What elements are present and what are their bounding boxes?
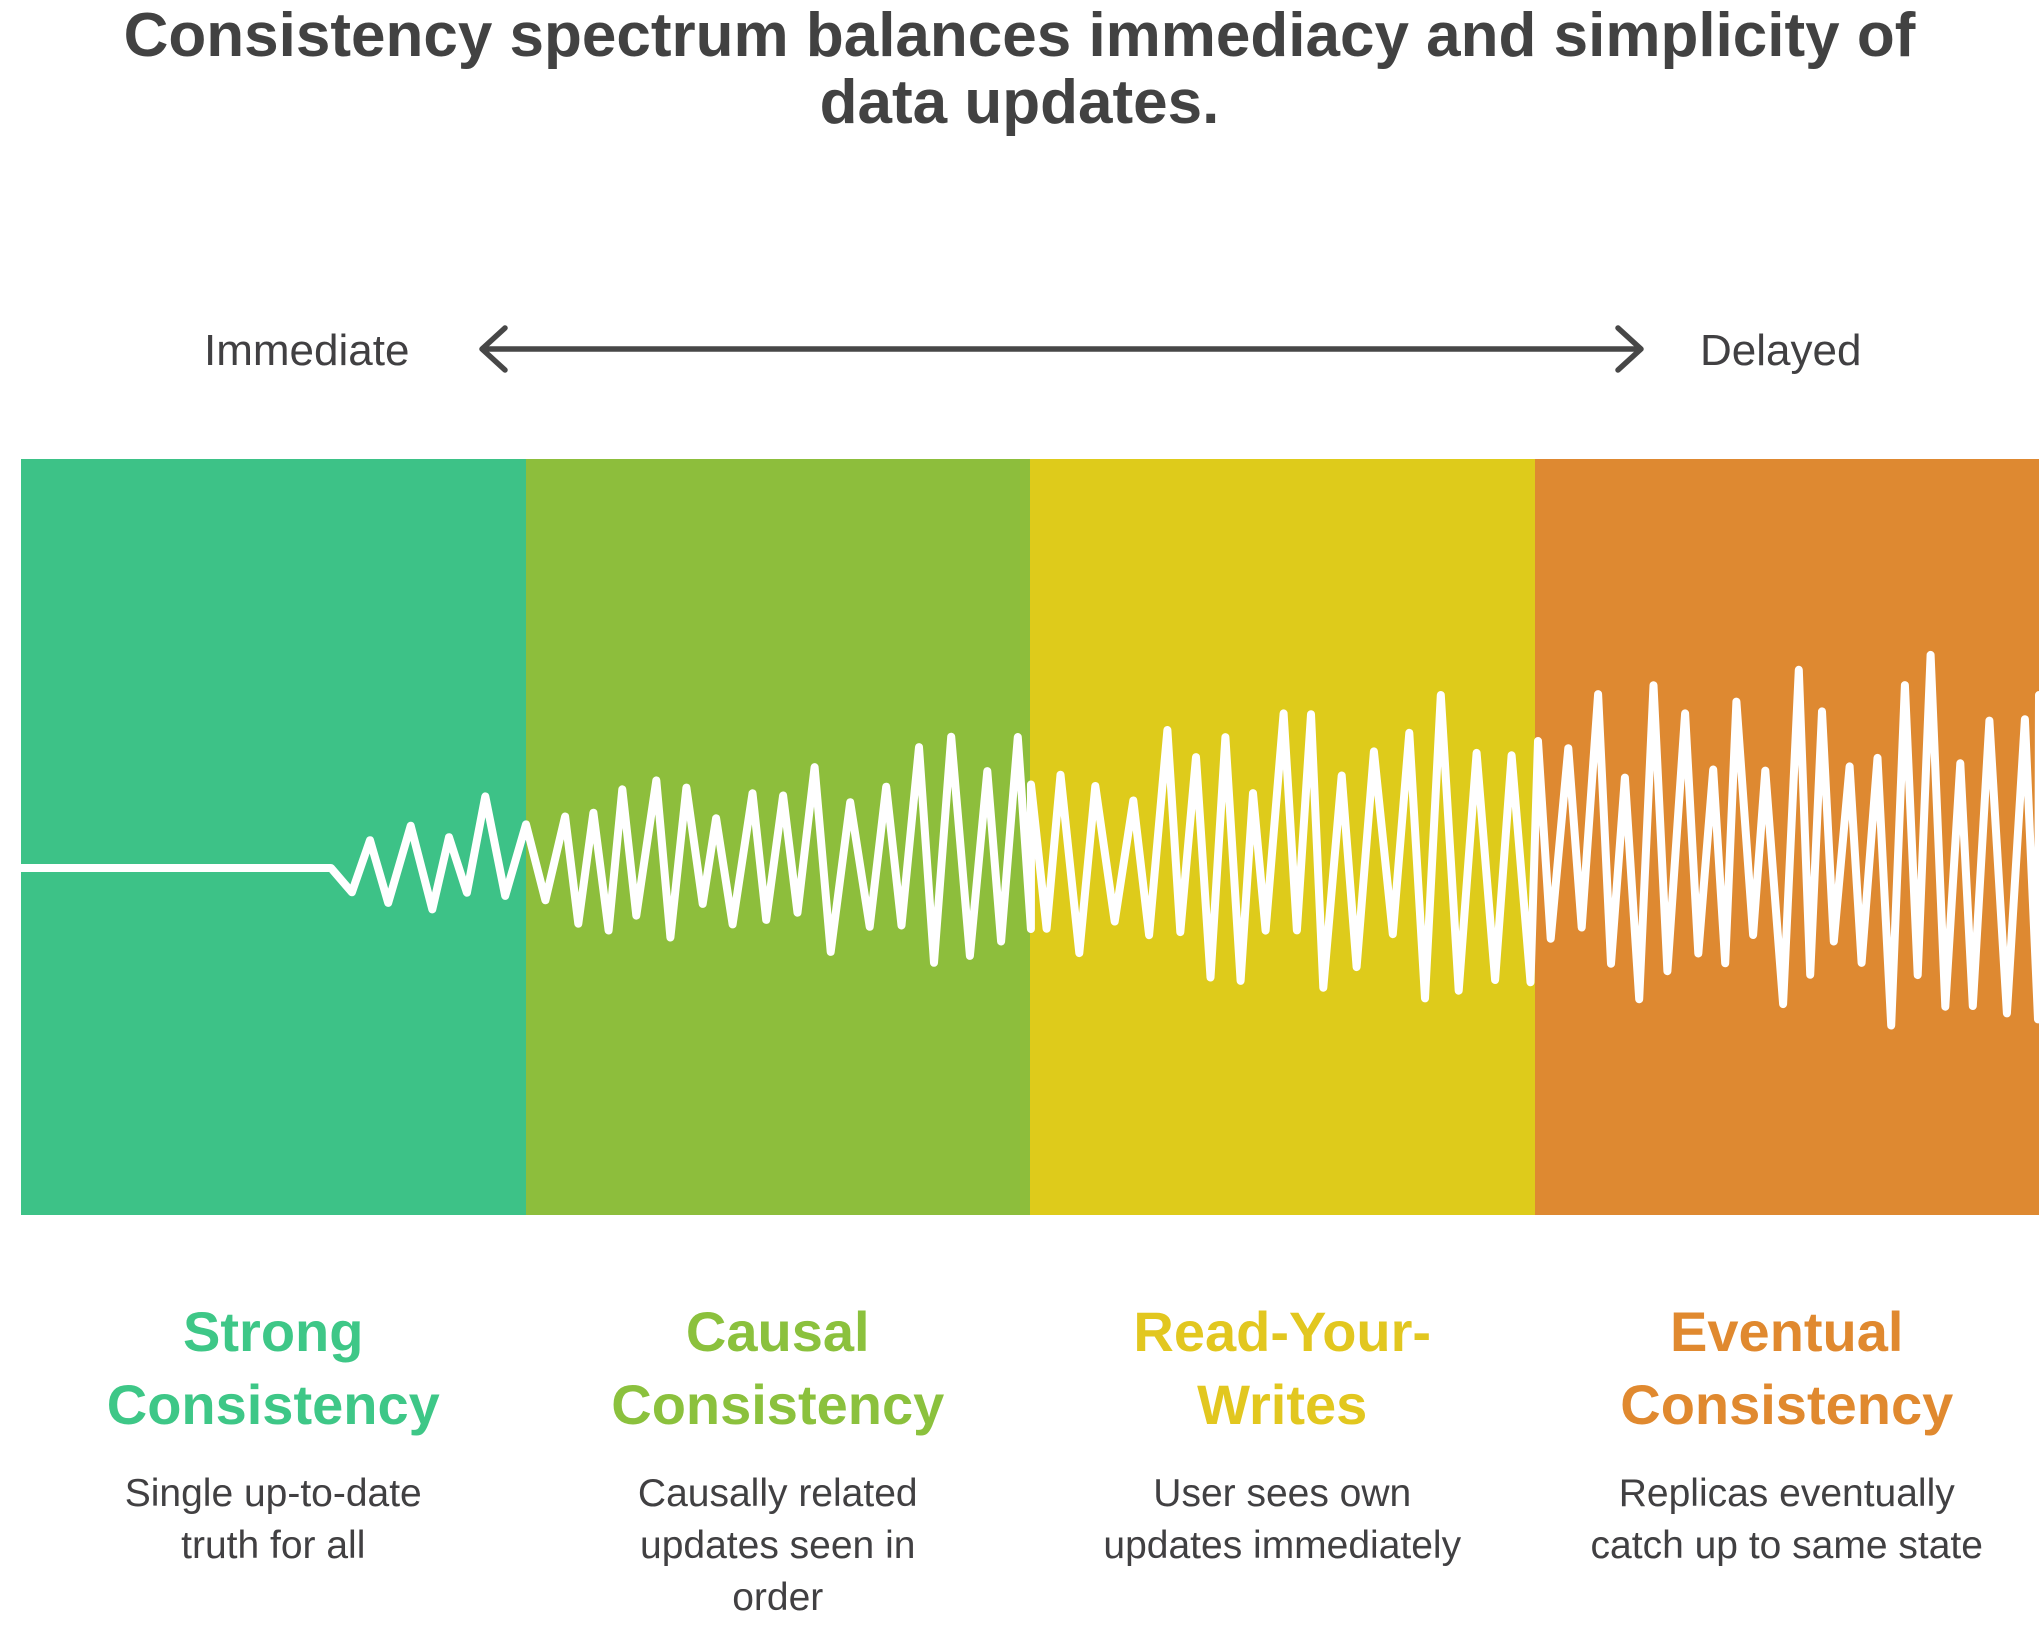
band-description: Causally related updates seen in order xyxy=(637,1472,918,1619)
band-description: Single up-to-date truth for all xyxy=(124,1472,422,1567)
arrowhead-left-icon xyxy=(479,325,508,373)
page-title: Consistency spectrum balances immediacy … xyxy=(0,2,2039,136)
label-read-your-writes: Read-Your-Writes User sees own updates i… xyxy=(1030,1295,1535,1624)
spectrum-bands xyxy=(21,459,2039,1215)
band-heading: Causal Consistency xyxy=(611,1300,945,1436)
label-eventual-consistency: Eventual Consistency Replicas eventually… xyxy=(1535,1295,2039,1624)
band-description: Replicas eventually catch up to same sta… xyxy=(1590,1472,1983,1567)
page-title-line2: data updates. xyxy=(819,68,1220,137)
axis-label-immediate: Immediate xyxy=(204,326,410,375)
page-title-line1: Consistency spectrum balances immediacy … xyxy=(123,1,1916,70)
band-heading: Eventual Consistency xyxy=(1620,1300,1954,1436)
label-strong-consistency: Strong Consistency Single up-to-date tru… xyxy=(21,1295,526,1624)
noise-waveform-line xyxy=(21,650,2039,1030)
band-description: User sees own updates immediately xyxy=(1103,1472,1462,1567)
band-heading: Strong Consistency xyxy=(106,1300,440,1436)
arrowhead-right-icon xyxy=(1615,325,1644,373)
axis-label-delayed: Delayed xyxy=(1700,326,1862,375)
band-labels-row: Strong Consistency Single up-to-date tru… xyxy=(21,1295,2039,1624)
label-causal-consistency: Causal Consistency Causally related upda… xyxy=(526,1295,1031,1624)
double-arrow-icon xyxy=(479,325,1644,373)
band-strong-consistency xyxy=(21,459,526,1215)
band-heading: Read-Your-Writes xyxy=(1133,1300,1432,1436)
noise-waveform xyxy=(21,650,2039,1030)
